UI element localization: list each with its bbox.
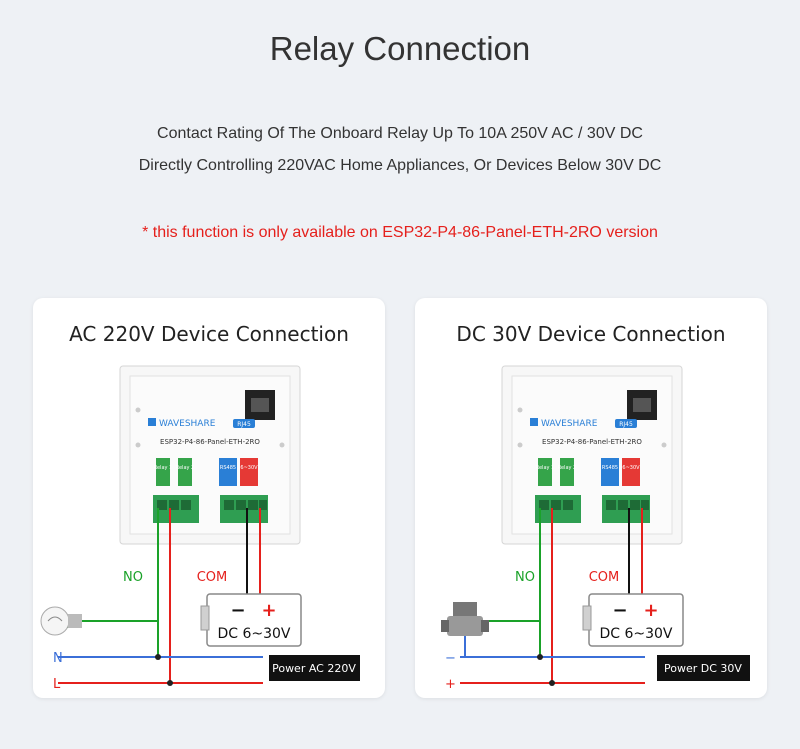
dc-power-badge (657, 655, 750, 681)
relay1-label: Relay 1 (154, 465, 173, 471)
waveshare-logo-icon (148, 418, 156, 426)
com-label: COM (589, 570, 620, 585)
brand-label: WAVESHARE (159, 419, 216, 429)
rs485-label: RS485 (602, 465, 618, 471)
waveshare-logo-icon (530, 418, 538, 426)
dc-plus-label: + (643, 600, 658, 621)
page-title: Relay Connection (269, 30, 531, 67)
dc-plus-label: + (261, 600, 276, 621)
dc-wiring-diagram: WAVESHARE RJ45 ESP32-P4-86-Panel-ETH-2RO… (441, 365, 750, 692)
dc-negative-label: − (445, 651, 456, 666)
model-label: ESP32-P4-86-Panel-ETH-2RO (160, 438, 260, 446)
relay2-label: Relay 2 (176, 465, 195, 471)
solenoid-valve-icon (441, 602, 489, 636)
version-note: * this function is only available on ESP… (142, 224, 658, 241)
device-board: WAVESHARE RJ45 ESP32-P4-86-Panel-ETH-2RO… (119, 365, 301, 545)
line-n-label: N (53, 651, 63, 666)
com-label: COM (197, 570, 228, 585)
no-label: NO (123, 570, 143, 585)
model-label: ESP32-P4-86-Panel-ETH-2RO (542, 438, 642, 446)
relay1-label: Relay 1 (536, 465, 555, 471)
dc-connection-panel: DC 30V Device Connection WAVESHARE RJ45 … (415, 298, 767, 698)
dc-positive-label: + (445, 677, 456, 692)
rs485-label: RS485 (220, 465, 236, 471)
relay-rating-text: Contact Rating Of The Onboard Relay Up T… (157, 125, 643, 142)
relay-terminal-block (153, 495, 199, 523)
ac-power-label: Power AC 220V (272, 662, 356, 675)
ac-wiring-diagram: WAVESHARE RJ45 ESP32-P4-86-Panel-ETH-2RO… (40, 365, 360, 692)
dc-power-label: Power DC 30V (664, 662, 742, 675)
rj45-label: RJ45 (619, 421, 633, 428)
device-board: WAVESHARE RJ45 ESP32-P4-86-Panel-ETH-2RO… (501, 365, 683, 545)
dc-panel-title: DC 30V Device Connection (456, 322, 726, 346)
dc-range-label: DC 6~30V (599, 626, 672, 642)
power-label: 6~30V (622, 465, 640, 471)
light-bulb-icon (40, 606, 82, 636)
ac-connection-panel: AC 220V Device Connection WAVESHARE RJ45… (33, 298, 385, 698)
rj45-label: RJ45 (237, 421, 251, 428)
appliance-control-text: Directly Controlling 220VAC Home Applian… (138, 157, 662, 174)
dc-supply-box: − + DC 6~30V (200, 593, 302, 647)
power-label: 6~30V (240, 465, 258, 471)
dc-supply-box: − + DC 6~30V (582, 593, 684, 647)
dc-minus-label: − (612, 600, 627, 621)
ac-power-badge (269, 655, 360, 681)
brand-label: WAVESHARE (541, 419, 598, 429)
no-label: NO (515, 570, 535, 585)
dc-minus-label: − (230, 600, 245, 621)
line-l-label: L (53, 677, 61, 692)
relay2-label: Relay 2 (558, 465, 577, 471)
dc-range-label: DC 6~30V (217, 626, 290, 642)
ac-panel-title: AC 220V Device Connection (69, 322, 349, 346)
relay-terminal-block (535, 495, 581, 523)
